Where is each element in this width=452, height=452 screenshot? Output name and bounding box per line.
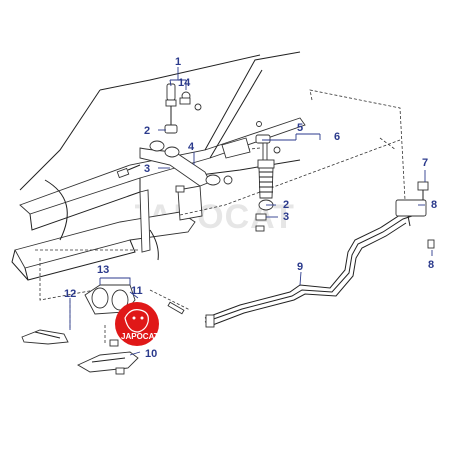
callout-numbers: 1 14 2 3 4 5 6 2 3 7 8 8 9 13 11 12 10 <box>64 56 437 360</box>
stabilizer-link <box>164 83 202 134</box>
callout-7: 7 <box>422 157 428 169</box>
logo-text: JAPOCAT <box>121 332 159 341</box>
callout-11: 11 <box>131 285 143 297</box>
lower-assembly <box>21 284 185 375</box>
stabilizer-bar <box>116 140 233 193</box>
callout-12: 12 <box>64 288 76 300</box>
callout-13: 13 <box>97 264 109 276</box>
callout-14: 14 <box>178 77 191 89</box>
japocat-logo: JAPOCAT <box>115 302 159 346</box>
brake-lines <box>204 181 435 328</box>
shock-absorber <box>221 121 281 232</box>
callout-9: 9 <box>297 261 303 273</box>
callout-3-lower: 3 <box>283 211 289 223</box>
callout-1: 1 <box>175 56 181 68</box>
callout-5: 5 <box>297 122 303 134</box>
callout-8-lower: 8 <box>428 259 434 271</box>
callout-10: 10 <box>145 348 157 360</box>
callout-3-upper: 3 <box>144 163 150 175</box>
callout-4: 4 <box>188 141 195 153</box>
callout-6: 6 <box>334 131 340 143</box>
callout-2-lower: 2 <box>283 199 289 211</box>
callout-8-upper: 8 <box>431 199 437 211</box>
callout-leaders <box>69 67 433 356</box>
callout-2-upper: 2 <box>144 125 150 137</box>
